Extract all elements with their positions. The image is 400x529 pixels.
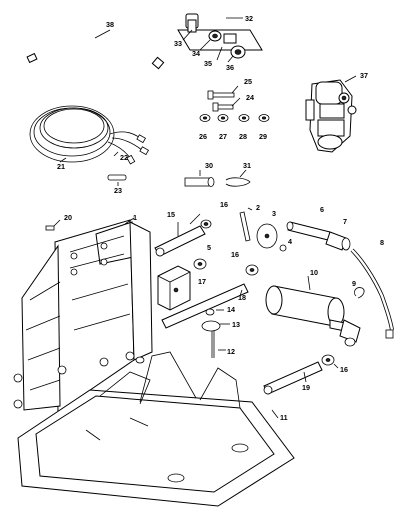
callout-32: 32 [245, 14, 253, 23]
callout-26: 26 [199, 132, 207, 141]
callout-24: 24 [246, 93, 254, 102]
callout-30: 30 [205, 161, 213, 170]
tilt-cylinder [265, 275, 361, 347]
pin-and-clip [184, 169, 251, 187]
base-plate [17, 351, 295, 507]
callout-18: 18 [238, 293, 246, 302]
callout-13: 13 [232, 320, 240, 329]
callout-37: 37 [360, 71, 368, 80]
callout-19: 19 [302, 383, 310, 392]
callout-14: 14 [227, 305, 235, 314]
callout-2: 2 [256, 203, 260, 212]
screw [45, 219, 61, 231]
callout-8: 8 [380, 238, 384, 247]
callout-31: 31 [243, 161, 251, 170]
callout-33: 33 [174, 39, 182, 48]
callout-28: 28 [239, 132, 247, 141]
callout-9: 9 [352, 279, 356, 288]
callout-22: 22 [120, 153, 128, 162]
fitting-kit [177, 13, 263, 63]
callout-27: 27 [219, 132, 227, 141]
callout-6: 6 [320, 205, 324, 214]
callout-38: 38 [106, 20, 114, 29]
callout-21: 21 [57, 162, 65, 171]
callout-16b: 16 [231, 250, 239, 259]
lower-bolt-disc [201, 308, 230, 358]
callout-29: 29 [259, 132, 267, 141]
bolt-washer-set [199, 85, 270, 122]
lower-shaft [263, 354, 339, 395]
callout-labels: 1 2 3 4 5 6 7 8 9 10 11 12 13 14 15 16 1… [57, 14, 384, 422]
callout-4: 4 [288, 237, 292, 246]
callout-3: 3 [272, 209, 276, 218]
callout-10: 10 [310, 268, 318, 277]
pivot-shaft [154, 213, 212, 257]
hose-assembly [26, 29, 165, 70]
callout-20: 20 [64, 213, 72, 222]
transom-bracket [13, 217, 153, 413]
callout-1: 1 [133, 213, 137, 222]
callout-17: 17 [198, 277, 206, 286]
callout-23: 23 [114, 186, 122, 195]
callout-5: 5 [207, 243, 211, 252]
callout-16a: 16 [220, 200, 228, 209]
callout-16c: 16 [340, 365, 348, 374]
callout-11: 11 [280, 413, 288, 422]
callout-12: 12 [227, 347, 235, 356]
callout-25: 25 [244, 77, 252, 86]
callout-34: 34 [192, 49, 200, 58]
clip [354, 287, 365, 299]
upper-bolt-disc [239, 207, 287, 252]
callout-35: 35 [204, 59, 212, 68]
callout-15: 15 [167, 210, 175, 219]
tilt-shaft [161, 264, 259, 329]
callout-36: 36 [226, 63, 234, 72]
hydraulic-line [350, 248, 394, 339]
callout-7: 7 [343, 217, 347, 226]
mount-block [157, 258, 207, 311]
wire-harness [29, 105, 150, 186]
pump-motor [305, 75, 357, 153]
cylinder-rod [286, 221, 351, 251]
